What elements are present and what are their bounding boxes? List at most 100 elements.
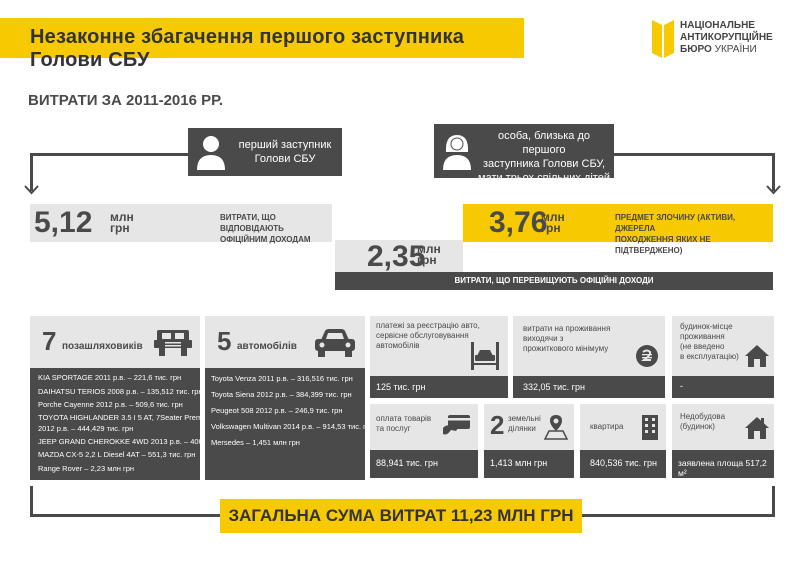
apartment-value-bar: 840,536 тис. грн bbox=[580, 450, 666, 478]
official-income-value: 5,12 bbox=[34, 206, 93, 239]
crime-value: 3,76 bbox=[489, 206, 548, 239]
excess-unit-1: млн bbox=[417, 242, 441, 256]
car-item: Toyota Venza 2011 р.в. – 316,516 тис. гр… bbox=[211, 374, 353, 383]
car-item: Toyota Siena 2012 р.в. – 384,399 тис. гр… bbox=[211, 390, 352, 399]
car-icon bbox=[315, 329, 355, 357]
suv-item: Range Rover – 2,23 млн грн bbox=[38, 463, 135, 473]
hryvnia-coin-icon bbox=[636, 345, 658, 367]
living-title-3: прожиткового мінімуму bbox=[523, 344, 609, 353]
suv-card-header: 7 позашляховиків bbox=[30, 316, 200, 368]
goods-title-1: оплата товарів bbox=[376, 414, 432, 423]
logo-line-4: УКРАЇНИ bbox=[714, 44, 757, 55]
excess-value: 2,35 bbox=[367, 240, 426, 273]
unfinished-value-bar: заявлена площа 517,2 м² bbox=[672, 450, 774, 478]
land-value-bar: 1,413 млн грн bbox=[484, 450, 574, 478]
car-lift-icon bbox=[471, 342, 499, 370]
connector-line-left-down bbox=[30, 153, 33, 191]
person-official-line-2: Голови СБУ bbox=[254, 153, 316, 165]
apartment-value: 840,536 тис. грн bbox=[590, 458, 657, 468]
living-value: 332,05 тис. грн bbox=[523, 382, 585, 392]
connector-line-right-down bbox=[772, 153, 775, 191]
man-icon bbox=[197, 136, 225, 170]
suv-count: 7 bbox=[42, 326, 57, 356]
unfinished-value: заявлена площа 517,2 м² bbox=[678, 458, 767, 478]
suv-label: позашляховиків bbox=[62, 341, 143, 352]
goods-title-2: та послуг bbox=[376, 424, 411, 433]
suv-item: MAZDA CX-5 2,2 L Diesel 4AT – 551,3 тис.… bbox=[38, 450, 196, 459]
suv-item: Porche Cayenne 2012 р.в. – 509,6 тис. гр… bbox=[38, 400, 183, 409]
house-residence-value: - bbox=[680, 381, 683, 391]
crime-unit-2: грн bbox=[541, 221, 561, 235]
official-income-unit-1: млн bbox=[110, 210, 134, 224]
cars-list: Toyota Venza 2011 р.в. – 316,516 тис. гр… bbox=[205, 368, 375, 480]
crime-caption-1: ПРЕДМЕТ ЗЛОЧИНУ (АКТИВИ, ДЖЕРЕЛА bbox=[615, 213, 736, 233]
nabu-logo-icon bbox=[652, 20, 674, 58]
excess-band: 2,35 млн грн bbox=[335, 240, 463, 273]
connector-line-left bbox=[30, 153, 190, 156]
card-payment-icon bbox=[443, 415, 470, 435]
house-residence-title-3: (не введено bbox=[680, 342, 725, 351]
registration-title-2: сервісне обслуговування bbox=[376, 331, 469, 340]
registration-title-3: автомобілів bbox=[376, 341, 420, 350]
goods-value-bar: 88,941 тис. грн bbox=[370, 450, 478, 478]
person-relative-line-1: особа, близька до першого bbox=[497, 130, 591, 156]
crime-band: 3,76 млн грн ПРЕДМЕТ ЗЛОЧИНУ (АКТИВИ, ДЖ… bbox=[463, 204, 773, 255]
cars-label: автомобілів bbox=[237, 341, 297, 352]
house-residence-title-4: в експлуатацію) bbox=[680, 352, 739, 361]
cars-card-header: 5 автомобілів bbox=[205, 316, 365, 368]
apartment-card: квартира bbox=[580, 404, 666, 450]
land-title-1: земельні bbox=[508, 414, 541, 423]
suv-item: 2012 р.в. – 444,429 тис. грн bbox=[38, 423, 134, 433]
arrow-down-left-icon bbox=[24, 185, 39, 195]
title-bar: Незаконне збагачення першого заступника … bbox=[0, 18, 524, 71]
logo-line-1: НАЦІОНАЛЬНЕ bbox=[680, 20, 755, 31]
registration-value-bar: 125 тис. грн bbox=[370, 376, 508, 398]
suv-item: TOYOTA HIGHLANDER 3.5 I 5 AT, 7Seater Pr… bbox=[38, 412, 217, 422]
crime-unit-1: млн bbox=[541, 210, 565, 224]
apartment-title: квартира bbox=[590, 422, 624, 431]
registration-card: платежі за реєстрацію авто, сервісне обс… bbox=[370, 316, 508, 376]
house-residence-card: будинок-місце проживання (не введено в е… bbox=[672, 316, 774, 376]
suv-item: KIA SPORTAGE 2011 р.в. – 221,6 тис. грн bbox=[38, 373, 182, 382]
registration-title-1: платежі за реєстрацію авто, bbox=[376, 321, 480, 330]
unfinished-house-icon bbox=[745, 417, 769, 439]
total-bar: ЗАГАЛЬНА СУМА ВИТРАТ 11,23 МЛН ГРН bbox=[220, 499, 582, 533]
car-item: Volkswagen Multivan 2014 р.в. – 914,53 т… bbox=[211, 422, 375, 431]
land-plot-icon bbox=[544, 415, 568, 440]
unfinished-title-1: Недобудова bbox=[680, 412, 726, 421]
official-income-band: 5,12 млн грн ВИТРАТИ, ЩО ВІДПОВІДАЮТЬ ОФ… bbox=[30, 204, 332, 244]
land-value: 1,413 млн грн bbox=[490, 458, 548, 468]
person-relative-line-3: мати трьох спільних дітей bbox=[478, 172, 610, 184]
person-official-box: перший заступник Голови СБУ bbox=[188, 128, 342, 176]
nabu-logo: НАЦІОНАЛЬНЕ АНТИКОРУПЦІЙНЕ БЮРО УКРАЇНИ bbox=[652, 20, 782, 60]
excess-unit-2: грн bbox=[417, 253, 437, 267]
living-card: витрати на проживання виходячи з прожитк… bbox=[513, 316, 665, 376]
official-income-caption-1: ВИТРАТИ, ЩО ВІДПОВІДАЮТЬ bbox=[220, 213, 284, 233]
crime-caption-2: ПОХОДЖЕННЯ ЯКИХ НЕ ПІДТВЕРДЖЕНО) bbox=[615, 235, 711, 255]
official-income-unit-2: грн bbox=[110, 221, 130, 235]
excess-caption: ВИТРАТИ, ЩО ПЕРЕВИЩУЮТЬ ОФІЦІЙНІ ДОХОДИ bbox=[454, 276, 654, 285]
living-title-2: виходячи з bbox=[523, 334, 564, 343]
suv-list: KIA SPORTAGE 2011 р.в. – 221,6 тис. грн … bbox=[30, 368, 232, 480]
logo-line-3: БЮРО bbox=[680, 44, 712, 55]
section-subtitle: ВИТРАТИ ЗА 2011-2016 РР. bbox=[28, 92, 224, 109]
land-title-2: ділянки bbox=[508, 424, 536, 433]
land-card: 2 земельні ділянки bbox=[484, 404, 574, 450]
car-item: Peugeot 508 2012 р.в. – 246,9 тис. грн bbox=[211, 406, 343, 415]
house-residence-value-bar: - bbox=[672, 376, 774, 398]
excess-caption-bar: ВИТРАТИ, ЩО ПЕРЕВИЩУЮТЬ ОФІЦІЙНІ ДОХОДИ bbox=[335, 272, 773, 290]
house-residence-title-1: будинок-місце bbox=[680, 322, 733, 331]
living-title-1: витрати на проживання bbox=[523, 324, 611, 333]
unfinished-house-card: Недобудова (будинок) bbox=[672, 404, 774, 450]
house-icon bbox=[745, 345, 769, 367]
unfinished-title-2: (будинок) bbox=[680, 422, 715, 431]
bottom-bracket-right bbox=[772, 486, 775, 516]
total-sum: ЗАГАЛЬНА СУМА ВИТРАТ 11,23 МЛН ГРН bbox=[228, 506, 574, 525]
person-relative-box: особа, близька до першого заступника Гол… bbox=[434, 124, 614, 184]
living-value-bar: 332,05 тис. грн bbox=[513, 376, 665, 398]
woman-icon bbox=[443, 135, 471, 170]
suv-item: JEEP GRAND CHEROKKE 4WD 2013 р.в. – 400 … bbox=[38, 436, 232, 446]
logo-line-2: АНТИКОРУПЦІЙНЕ bbox=[680, 32, 773, 43]
page-title: Незаконне збагачення першого заступника … bbox=[30, 26, 465, 71]
goods-value: 88,941 тис. грн bbox=[376, 458, 438, 468]
